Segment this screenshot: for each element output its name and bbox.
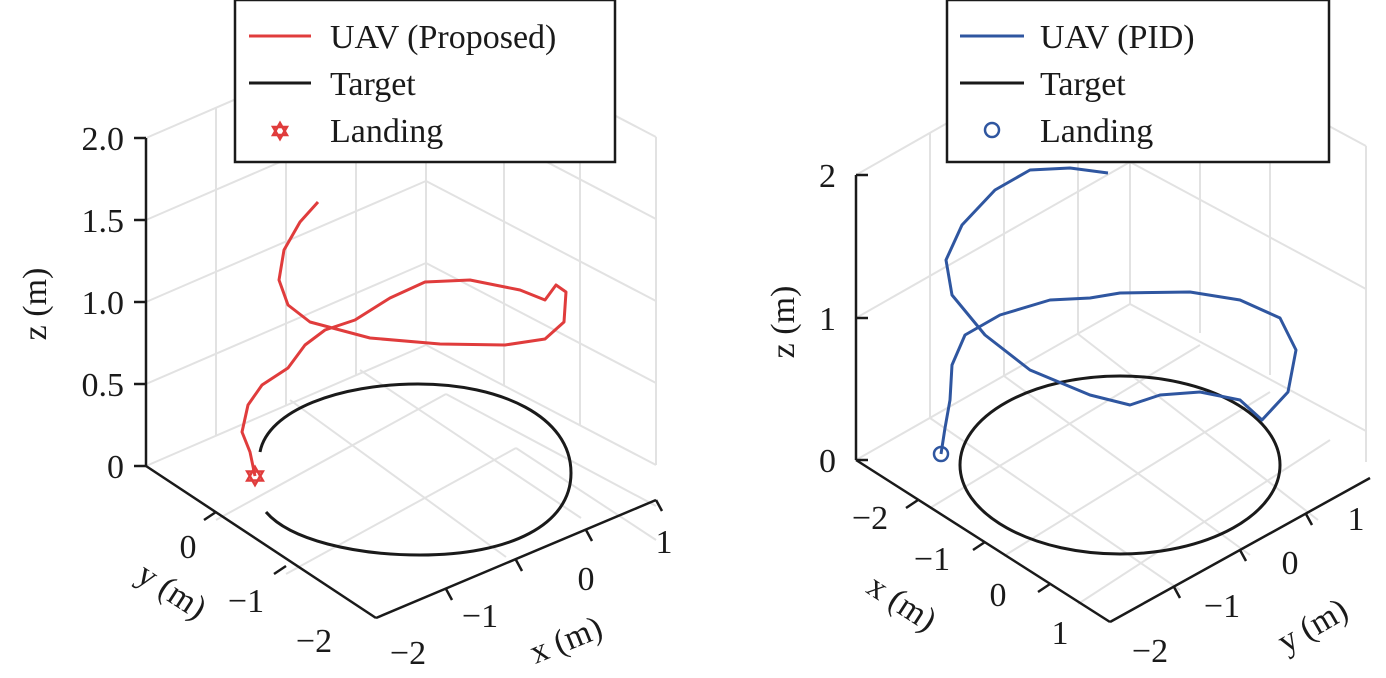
hexagram-marker-shape [245, 464, 265, 482]
hexagram-marker-shape [245, 470, 265, 488]
left-z-tick: 1.5 [82, 203, 125, 240]
left-legend-label-target: Target [330, 66, 416, 103]
right-x-tick: −2 [852, 500, 888, 537]
left-uav-trajectory [240, 200, 568, 477]
right-y-tick: 1 [1348, 501, 1365, 538]
right-axes [854, 173, 1371, 624]
hexagram-marker-shape [270, 125, 290, 142]
right-x-axis-label: x (m) [860, 567, 943, 639]
right-y-axis-label: y (m) [1271, 591, 1354, 660]
left-y-tick: −1 [228, 583, 264, 620]
right-y-tick: −1 [1204, 588, 1240, 625]
right-y-tick: −2 [1132, 633, 1168, 670]
right-x-tick: 0 [990, 577, 1007, 614]
left-z-tick: 0.5 [82, 367, 125, 404]
left-z-tick: 0 [107, 449, 124, 486]
left-legend: UAV (Proposed) Target Landing [233, 0, 617, 164]
right-legend-marker-landing [983, 121, 1001, 139]
right-target-trajectory [958, 374, 1282, 556]
right-legend-label-uav: UAV (PID) [1040, 19, 1195, 56]
right-landing-marker [932, 445, 950, 463]
left-x-tick: 0 [578, 561, 595, 598]
left-axes [134, 136, 664, 620]
left-landing-marker [245, 464, 265, 488]
right-legend-label-landing: Landing [1040, 113, 1153, 150]
left-tick-labels: 2.0 1.5 1.0 0.5 0 0 −1 −2 −2 −1 0 1 [82, 121, 673, 672]
right-uav-trajectory [939, 166, 1298, 455]
right-plot: 2 1 0 −2 −1 0 1 −2 −1 0 1 z (m) x (m) y … [765, 0, 1371, 670]
right-z-tick: 0 [819, 443, 836, 480]
circle-marker-shape [983, 121, 1001, 139]
left-plot: 2.0 1.5 1.0 0.5 0 0 −1 −2 −2 −1 0 1 z (m… [17, 0, 673, 672]
left-legend-label-landing: Landing [330, 113, 443, 150]
left-y-tick: −2 [296, 623, 332, 660]
left-z-tick: 2.0 [82, 121, 125, 158]
left-y-tick: 0 [180, 529, 197, 566]
right-z-tick: 2 [819, 158, 836, 195]
left-y-axis-label: y (m) [130, 555, 213, 627]
left-x-tick: −1 [462, 598, 498, 635]
left-target-trajectory [258, 382, 573, 557]
hexagram-marker-shape [270, 120, 290, 137]
left-legend-marker-landing [270, 120, 290, 142]
right-x-tick: −1 [914, 541, 950, 578]
left-x-tick: 1 [656, 524, 673, 561]
left-z-axis-label: z (m) [17, 268, 54, 341]
right-z-axis-label: z (m) [765, 286, 802, 359]
right-legend: UAV (PID) Target Landing [945, 0, 1331, 164]
right-x-tick: 1 [1052, 615, 1069, 652]
left-z-tick: 1.0 [82, 285, 125, 322]
left-legend-label-uav: UAV (Proposed) [330, 19, 556, 56]
right-y-tick: 0 [1282, 545, 1299, 582]
left-x-axis-label: x (m) [525, 609, 608, 671]
circle-marker-shape [932, 445, 950, 463]
right-tick-labels: 2 1 0 −2 −1 0 1 −2 −1 0 1 [819, 158, 1365, 670]
right-legend-label-target: Target [1040, 66, 1126, 103]
left-x-tick: −2 [390, 635, 426, 672]
right-z-tick: 1 [819, 301, 836, 338]
